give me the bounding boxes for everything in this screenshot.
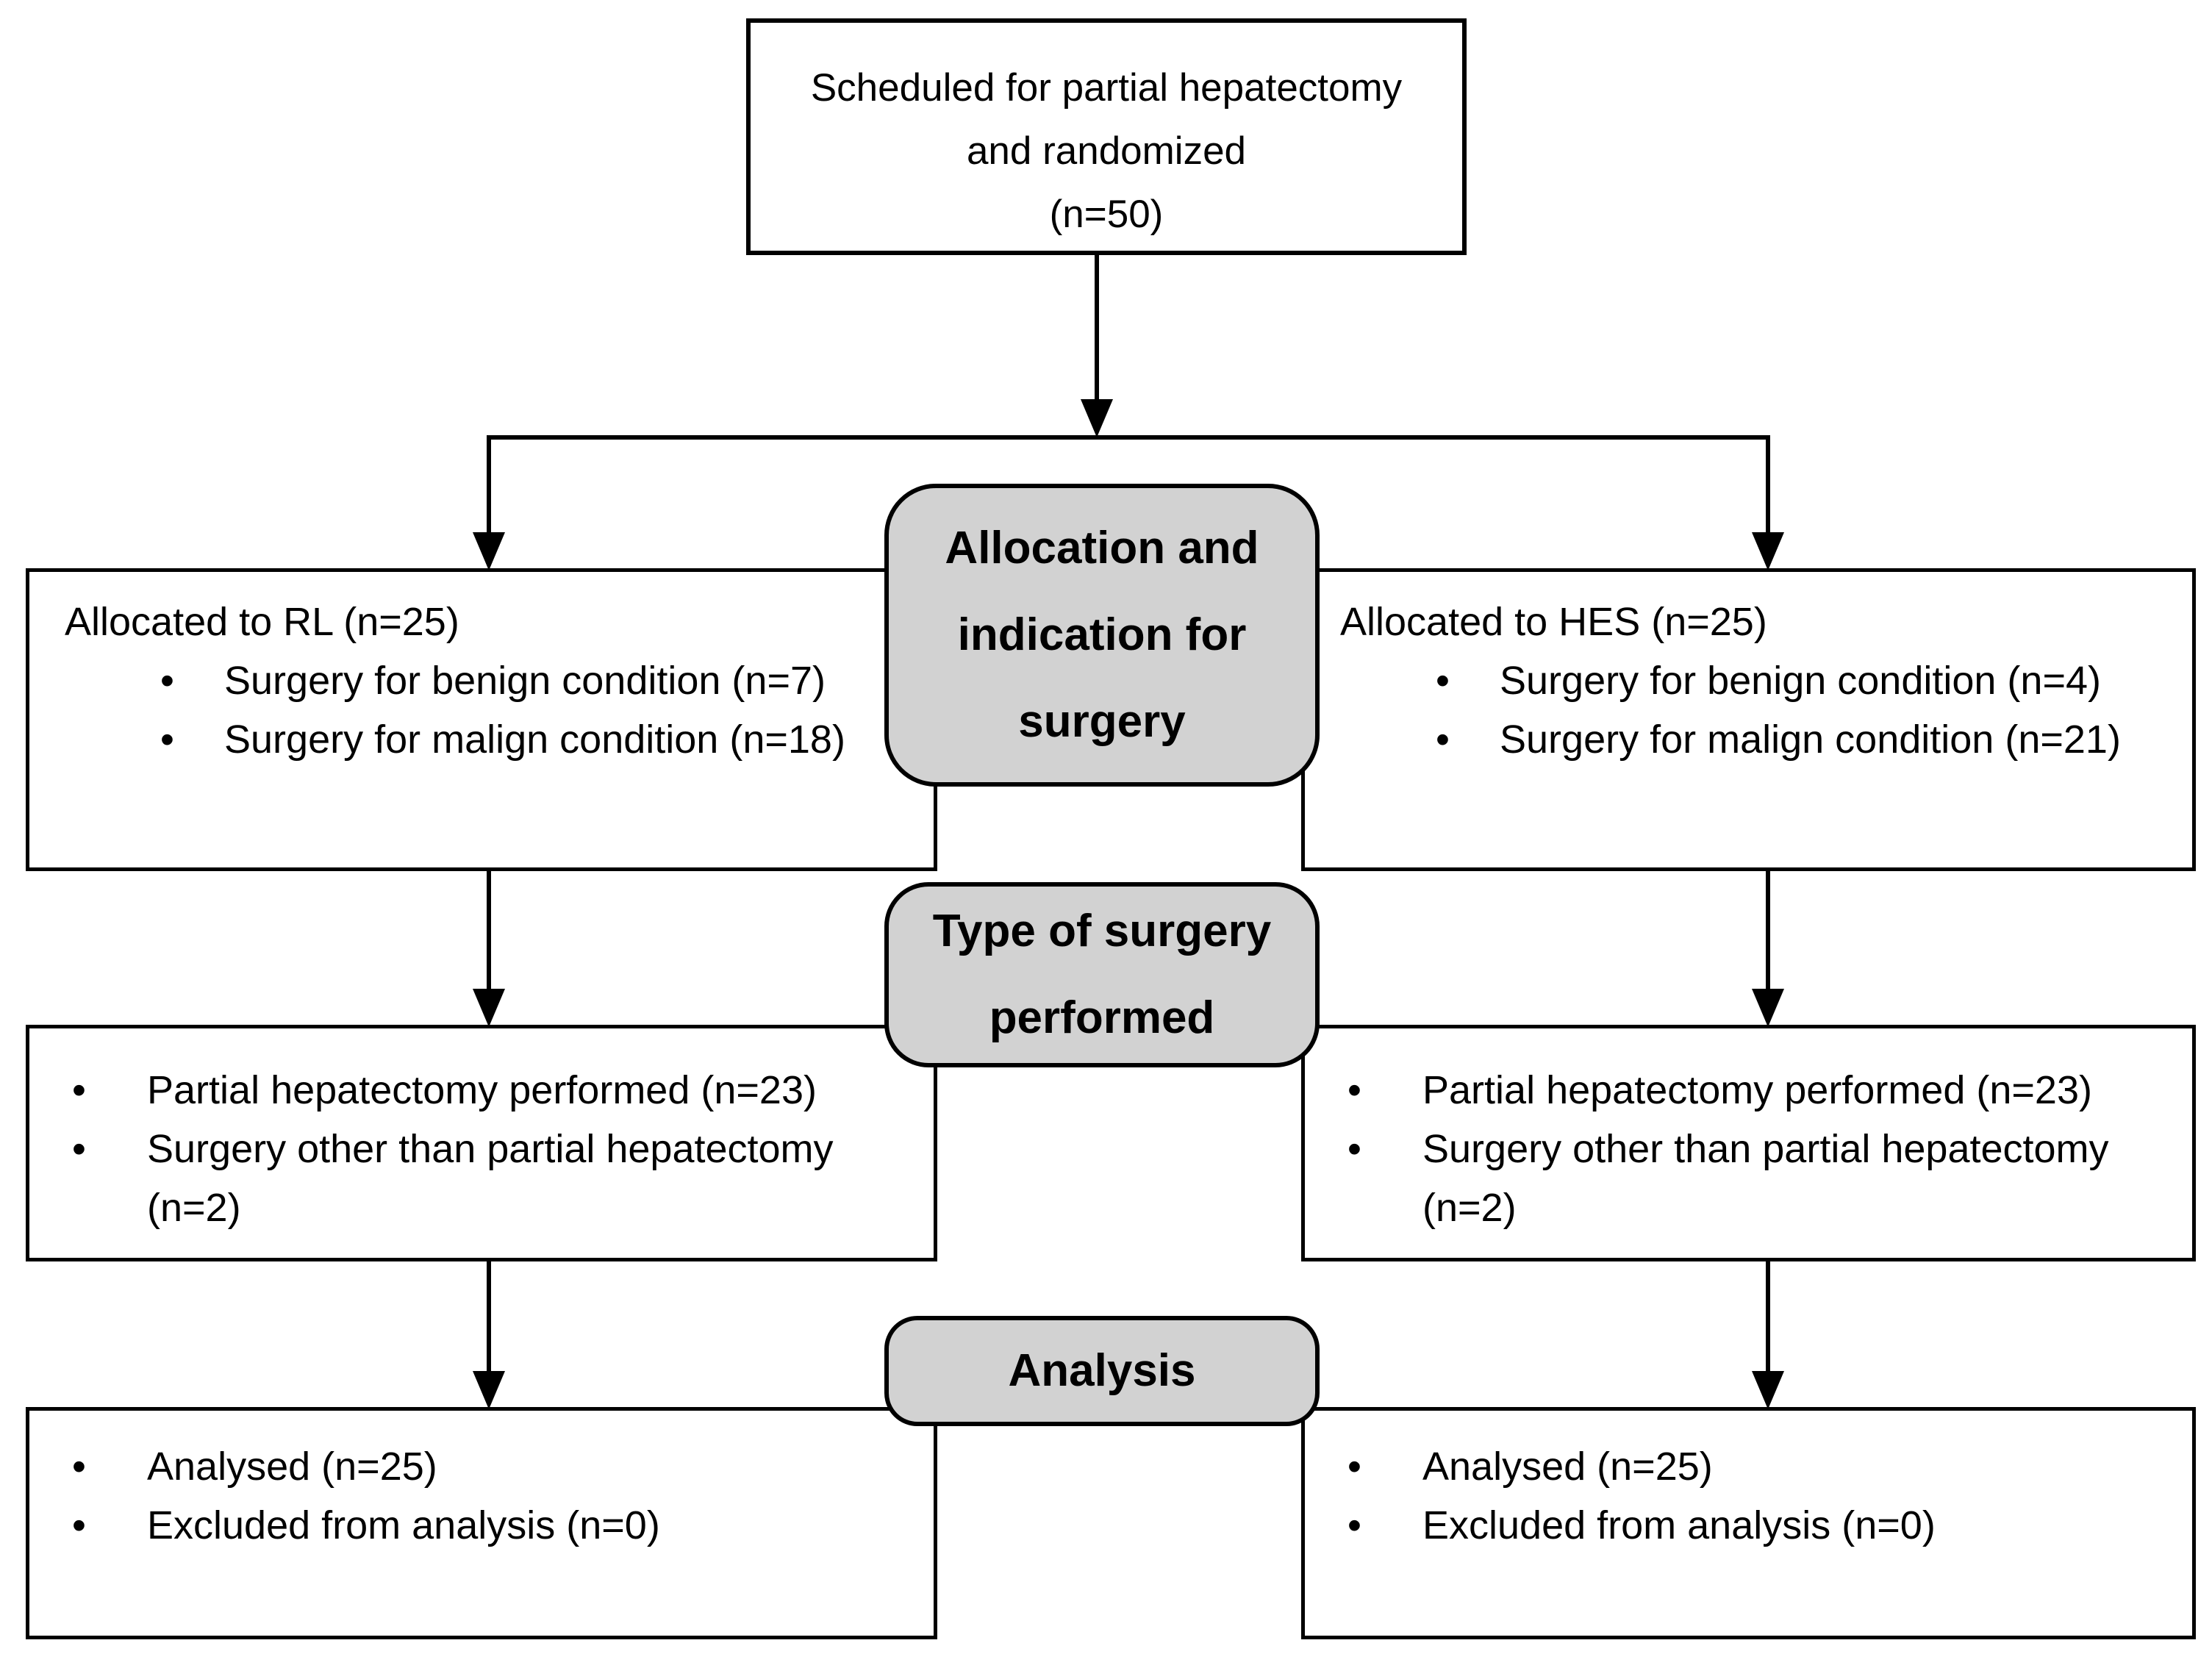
- enrollment-line-2: and randomized: [966, 129, 1247, 173]
- enrollment-line-1: Scheduled for partial hepatectomy: [810, 66, 1403, 110]
- hes-allocation-bullet-malign: Surgery for malign condition (n=21): [1305, 710, 2192, 769]
- stage-allocation-line-2: indication for: [957, 609, 1247, 660]
- rl-allocation-bullet-benign: Surgery for benign condition (n=7): [29, 651, 934, 710]
- connector-branch-horizontal: [487, 435, 1770, 440]
- arrowhead-left-surgery: [473, 989, 505, 1027]
- stage-analysis-label: Analysis: [884, 1316, 1320, 1426]
- hes-surgery-bullet-other: Surgery other than partial hepatectomy: [1305, 1120, 2192, 1178]
- rl-allocation-box: Allocated to RL (n=25) Surgery for benig…: [26, 568, 937, 871]
- connector-right-branch: [1766, 435, 1770, 535]
- enrollment-count: (n=50): [1049, 193, 1164, 236]
- connector-left-branch: [487, 435, 491, 535]
- hes-allocation-title: Allocated to HES (n=25): [1340, 600, 1767, 644]
- hes-allocation-bullet-benign: Surgery for benign condition (n=4): [1305, 651, 2192, 710]
- connector-left-row2-row3: [487, 1260, 491, 1374]
- rl-analysis-bullet-analysed: Analysed (n=25): [29, 1437, 934, 1496]
- connector-left-row1-row2: [487, 870, 491, 992]
- hes-surgery-box: Partial hepatectomy performed (n=23) Sur…: [1301, 1025, 2196, 1261]
- hes-analysis-bullet-excluded: Excluded from analysis (n=0): [1305, 1496, 2192, 1555]
- stage-analysis-line-1: Analysis: [1008, 1345, 1196, 1396]
- hes-allocation-box: Allocated to HES (n=25) Surgery for beni…: [1301, 568, 2196, 871]
- hes-analysis-box: Analysed (n=25) Excluded from analysis (…: [1301, 1407, 2196, 1639]
- rl-allocation-bullet-malign: Surgery for malign condition (n=18): [29, 710, 934, 769]
- hes-surgery-bullet-other-count: (n=2): [1422, 1186, 1517, 1230]
- rl-surgery-box: Partial hepatectomy performed (n=23) Sur…: [26, 1025, 937, 1261]
- rl-surgery-bullet-other-count: (n=2): [147, 1186, 241, 1230]
- arrowhead-right-analysis: [1752, 1371, 1784, 1409]
- rl-analysis-box: Analysed (n=25) Excluded from analysis (…: [26, 1407, 937, 1639]
- arrowhead-left-allocation: [473, 532, 505, 570]
- stage-allocation-label: Allocation and indication for surgery: [884, 484, 1320, 787]
- rl-surgery-bullet-other: Surgery other than partial hepatectomy: [29, 1120, 934, 1178]
- arrowhead-left-analysis: [473, 1371, 505, 1409]
- arrowhead-right-surgery: [1752, 989, 1784, 1027]
- stage-surgery-type-label: Type of surgery performed: [884, 882, 1320, 1067]
- enrollment-box: Scheduled for partial hepatectomy and ra…: [746, 18, 1467, 255]
- arrowhead-right-allocation: [1752, 532, 1784, 570]
- connector-top-vertical: [1095, 255, 1099, 402]
- rl-allocation-title: Allocated to RL (n=25): [65, 600, 459, 644]
- arrowhead-randomization: [1081, 399, 1113, 437]
- connector-right-row2-row3: [1766, 1260, 1770, 1374]
- rl-surgery-bullet-performed: Partial hepatectomy performed (n=23): [29, 1061, 934, 1120]
- rl-analysis-bullet-excluded: Excluded from analysis (n=0): [29, 1496, 934, 1555]
- connector-right-row1-row2: [1766, 870, 1770, 992]
- hes-analysis-bullet-analysed: Analysed (n=25): [1305, 1437, 2192, 1496]
- stage-surgery-type-line-2: performed: [989, 992, 1215, 1043]
- stage-allocation-line-1: Allocation and: [945, 523, 1259, 573]
- stage-surgery-type-line-1: Type of surgery: [932, 906, 1272, 956]
- stage-allocation-line-3: surgery: [1018, 696, 1186, 747]
- hes-surgery-bullet-performed: Partial hepatectomy performed (n=23): [1305, 1061, 2192, 1120]
